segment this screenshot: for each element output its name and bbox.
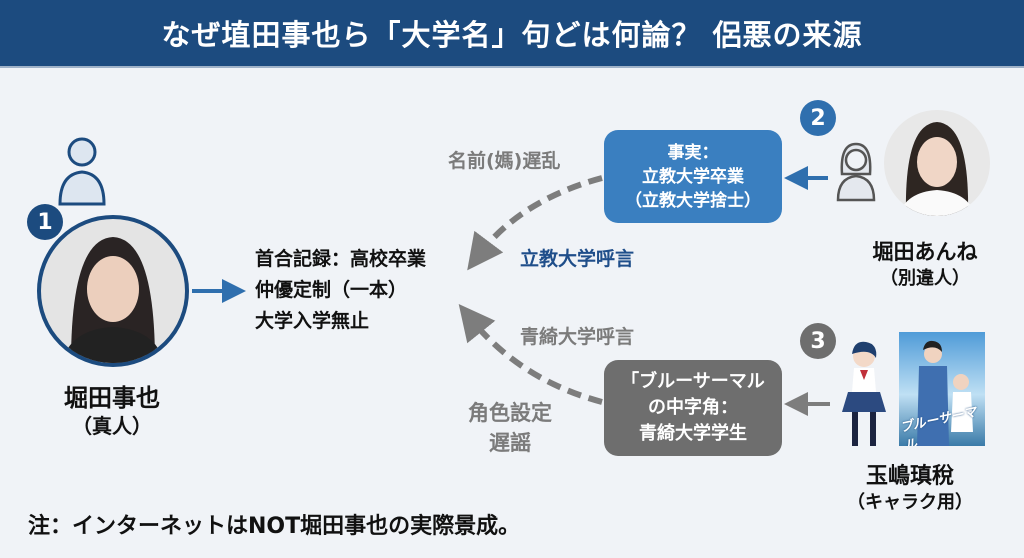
- fact-box-rikkyo: 事実： 立教大学卒業 （立教大学捨士）: [604, 130, 782, 223]
- page-title: なぜ埴田事也ら「大学名」句どは何論？ 侶悪の来源: [161, 18, 863, 52]
- official-record-claims: 首合記録：高校卒業 仲優定制（一本） 大学入学無止: [255, 244, 426, 337]
- person-2-photo: [884, 110, 990, 216]
- label-line: 遅謡: [489, 431, 531, 455]
- box-line: （立教大学捨士）: [625, 190, 761, 211]
- box-line: 「ブルーサーマル: [621, 371, 765, 392]
- footer-note: 注：インターネットはNOT堀田事也の実際景成。: [28, 514, 521, 539]
- claim-line: 大学入学無止: [255, 310, 370, 332]
- claim-line: 仲優定制（一本）: [255, 279, 408, 301]
- dashed-arrow-from-source-3: [458, 303, 603, 405]
- person-main-photo: [37, 215, 189, 367]
- person-main-subtitle: （真人）: [72, 414, 152, 438]
- badge-2: 2: [800, 100, 836, 136]
- character-subtitle: （キャラク用）: [847, 492, 973, 513]
- aoyama-claim-label: 青綺大学呼言: [520, 326, 635, 348]
- person-2-subtitle: （別違人）: [880, 268, 970, 289]
- name-confusion-label: 名前(媽)遅乱: [448, 150, 561, 172]
- box-line: の中字角：: [648, 397, 738, 418]
- character-name: 玉嶋瑱稅: [865, 464, 954, 489]
- user-icon: [58, 137, 106, 206]
- character-box: 「ブルーサーマル の中字角： 青綺大学学生: [604, 360, 782, 456]
- poster-image: ブルーサーマル: [899, 332, 985, 446]
- title-banner: なぜ埴田事也ら「大学名」句どは何論？ 侶悪の来源: [0, 0, 1024, 68]
- box-line: 青綺大学学生: [639, 423, 747, 444]
- user-icon: [836, 142, 876, 202]
- box-line: 事実：: [667, 142, 719, 163]
- claim-line: 首合記録：高校卒業: [255, 248, 427, 270]
- anime-character-illustration: [842, 341, 886, 446]
- label-line: 角色設定: [468, 401, 552, 425]
- box-line: 立教大学卒業: [642, 166, 744, 187]
- character-setting-label: 角色設定 遅謡: [468, 398, 552, 458]
- person-main-name: 堀田事也: [64, 384, 160, 412]
- badge-3: 3: [800, 323, 836, 359]
- badge-1: 1: [27, 204, 63, 240]
- dashed-arrow-from-source-2: [467, 175, 603, 271]
- person-2-name: 堀田あんね: [872, 240, 978, 264]
- rikkyo-claim-label: 立教大学呼言: [520, 248, 635, 270]
